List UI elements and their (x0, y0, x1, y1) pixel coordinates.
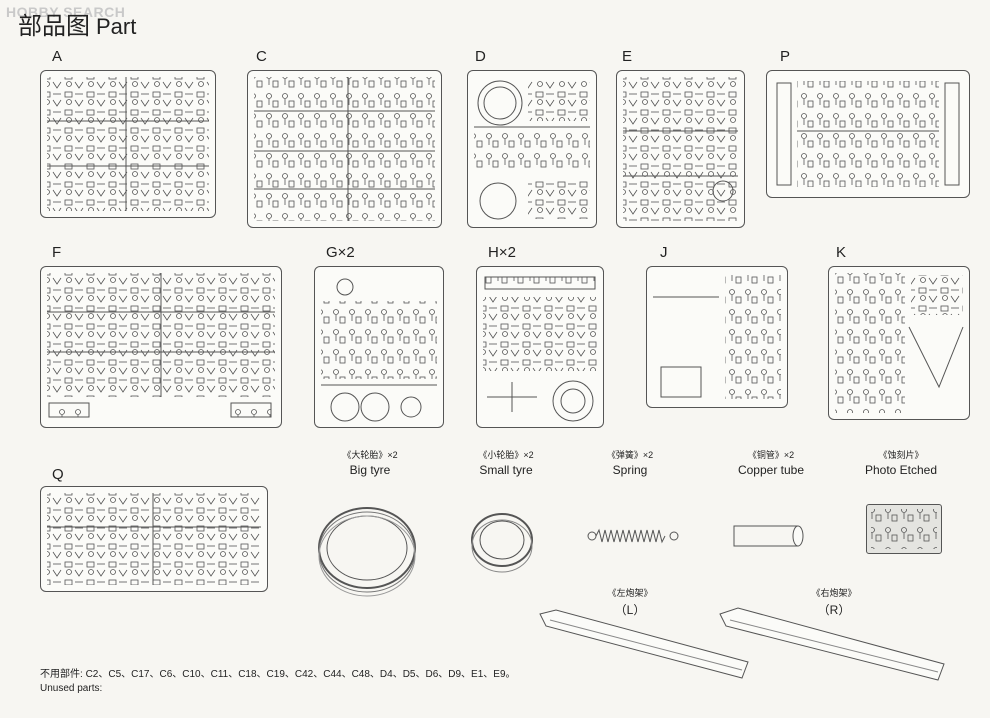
sprue-j (646, 266, 788, 408)
unused-parts: 不用部件: C2、C5、C17、C6、C10、C11、C18、C19、C42、C… (40, 668, 516, 696)
sprue-h (476, 266, 604, 428)
sprue-a (40, 70, 216, 218)
big-tyre-cn: 《大轮胎》×2 (342, 450, 398, 460)
unused-list: C2、C5、C17、C6、C10、C11、C18、C19、C42、C44、C48… (85, 669, 516, 680)
right-carriage-cn: 《右炮架》 (811, 588, 857, 598)
sprue-label-c: C (256, 48, 267, 65)
copper-tube-drawing (733, 525, 804, 547)
sprue-d (467, 70, 597, 228)
left-carriage-caption: 《左炮架》 （L） (600, 586, 660, 618)
sprue-c (247, 70, 442, 228)
sprue-label-j: J (660, 244, 668, 261)
sprue-label-g: G×2 (326, 244, 355, 261)
photo-etched-en: Photo Etched (864, 463, 938, 477)
photo-etched-caption: 《蚀刻片》 Photo Etched (856, 448, 946, 477)
copper-tube-cn: 《铜管》×2 (747, 450, 795, 460)
small-tyre-en: Small tyre (479, 463, 533, 477)
small-tyre-cn: 《小轮胎》×2 (478, 450, 534, 460)
sprue-f (40, 266, 282, 428)
left-carriage-en: （L） (614, 603, 646, 617)
unused-label-en: Unused parts: (40, 683, 103, 694)
title-en: Part (96, 14, 137, 39)
spring-en: Spring (612, 463, 648, 477)
sprue-k (828, 266, 970, 420)
right-carriage-en: （R） (817, 603, 851, 617)
big-tyre-en: Big tyre (349, 463, 391, 477)
spring-drawing (587, 528, 679, 544)
title-cn: 部品图 (18, 13, 90, 40)
sprue-label-k: K (836, 244, 847, 261)
sprue-p (766, 70, 970, 198)
right-carriage-drawing (719, 607, 945, 681)
sprue-label-f: F (52, 244, 62, 261)
small-tyre-drawing (471, 513, 533, 573)
sprue-label-d: D (475, 48, 486, 65)
sprue-q (40, 486, 268, 592)
sprue-label-p: P (780, 48, 791, 65)
sprue-label-e: E (622, 48, 633, 65)
watermark: HOBBY SEARCH (6, 4, 126, 20)
sprue-label-q: Q (52, 466, 64, 483)
sprue-g (314, 266, 444, 428)
sprue-label-a: A (52, 48, 63, 65)
sprue-e (616, 70, 745, 228)
left-carriage-drawing (539, 609, 749, 679)
unused-label-cn: 不用部件: (40, 669, 83, 680)
big-tyre-drawing (318, 507, 416, 597)
spring-cn: 《弹簧》×2 (606, 450, 654, 460)
sprue-label-h: H×2 (488, 244, 516, 261)
photo-etched-cn: 《蚀刻片》 (878, 450, 924, 460)
right-carriage-caption: 《右炮架》 （R） (804, 586, 864, 618)
copper-tube-en: Copper tube (737, 463, 805, 477)
left-carriage-cn: 《左炮架》 (607, 588, 653, 598)
photo-etched-sheet (866, 504, 942, 554)
